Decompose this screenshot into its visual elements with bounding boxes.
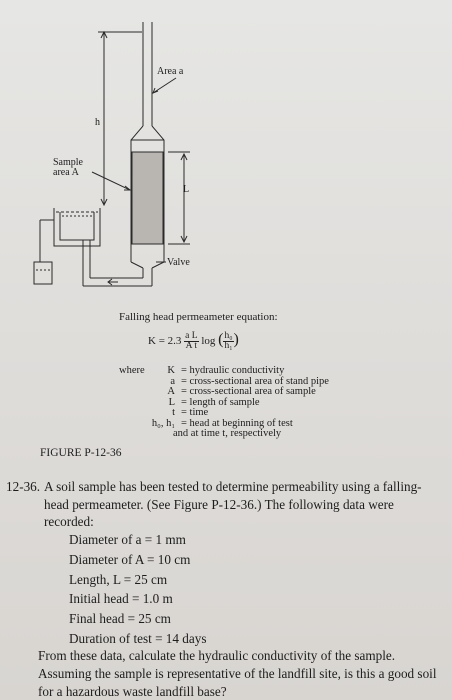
h-label: h <box>95 117 100 128</box>
overflow-container <box>53 208 101 247</box>
data-item: Diameter of A = 10 cm <box>69 551 191 567</box>
area-a-label: Area a <box>157 66 184 77</box>
legend-symbol: a <box>170 375 175 387</box>
legend-symbol: K <box>167 365 175 376</box>
data-item: Final head = 25 cm <box>69 611 171 627</box>
head-ratio-num: h₀ <box>223 330 234 342</box>
data-item: Initial head = 1.0 m <box>69 591 173 607</box>
recorded-data-list: Diameter of a = 1 mm Diameter of A = 10 c… <box>69 530 206 649</box>
legend-text: = cross-sectional area of sample <box>181 386 316 397</box>
legend-symbol: h₀, h₁ <box>151 417 175 429</box>
collection-beaker <box>33 261 53 285</box>
problem-statement: 12-36. A soil sample has been tested to … <box>6 478 446 531</box>
equation-title: Falling head permeameter equation: <box>119 311 278 323</box>
legend-text: = hydraulic conductivity <box>181 365 285 376</box>
permeameter-figure <box>33 22 190 287</box>
sample-area-label-1: Sample <box>53 157 83 168</box>
problem-question: From these data, calculate the hydraulic… <box>38 648 437 699</box>
legend-text: = length of sample <box>181 396 260 408</box>
problem-number: 12-36. <box>6 479 41 494</box>
problem-text: A soil sample has been tested to determi… <box>44 479 422 529</box>
equation-numerator: a L <box>184 330 199 342</box>
legend-text: = time <box>181 407 209 418</box>
where-label: where <box>119 365 145 376</box>
legend-symbol: A <box>167 386 175 397</box>
data-item: Length, L = 25 cm <box>69 571 168 587</box>
valve-label: Valve <box>167 257 190 268</box>
equation: K = 2.3 a L A t log ( h₀ h₁ ) <box>148 330 239 351</box>
data-item: Diameter of a = 1 mm <box>69 532 186 547</box>
equation-log: log <box>201 335 216 347</box>
sample-area-label-2: area A <box>53 167 79 178</box>
equation-fraction: a L A t <box>184 330 199 351</box>
legend-text: = cross-sectional area of stand pipe <box>181 375 329 387</box>
variable-legend: where <box>119 365 145 377</box>
data-item: Duration of test = 14 days <box>69 630 207 646</box>
head-ratio-den: h₁ <box>224 340 233 351</box>
soil-sample <box>131 151 164 245</box>
legend-symbol: L <box>168 396 175 408</box>
legend-symbol: t <box>172 407 175 418</box>
l-label: L <box>183 184 190 195</box>
equation-lhs: K = 2.3 <box>148 335 182 347</box>
figure-caption: FIGURE P-12-36 <box>40 447 122 459</box>
legend-text: and at time t, respectively <box>173 428 282 439</box>
equation-denominator: A t <box>185 340 198 351</box>
head-ratio: h₀ h₁ <box>223 330 234 351</box>
legend-text: = head at beginning of test <box>181 417 293 429</box>
